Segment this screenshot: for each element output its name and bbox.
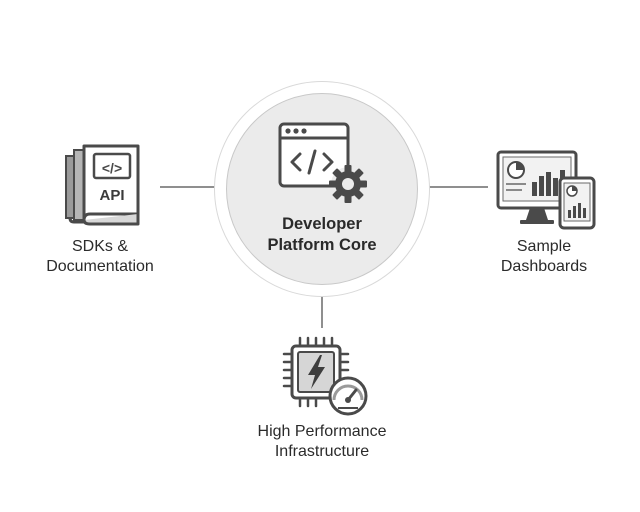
chip-lightning-gauge-icon [282,336,368,416]
dashboards-label: Sample Dashboards [474,237,614,277]
code-window-gear-icon [278,122,367,203]
hub-label: Developer Platform Core [226,214,418,256]
dashboards-label-line2: Dashboards [500,258,588,275]
sdk-label-line1: SDKs & [71,238,128,255]
sdk-label-line2: Documentation [46,258,154,275]
hub-label-line2: Platform Core [267,236,377,254]
api-books-icon: </> API [65,144,140,226]
book-code-text: </> [102,160,122,176]
book-title-text: API [99,187,124,204]
connector-hub-dashboards [418,186,488,188]
infrastructure-label: High Performance Infrastructure [222,422,422,462]
monitor-tablet-charts-icon [496,150,596,230]
infrastructure-label-line2: Infrastructure [274,443,370,460]
hub-label-line1: Developer [282,215,362,233]
sdk-label: SDKs & Documentation [20,237,180,277]
connector-hub-infrastructure [321,292,323,328]
dashboards-label-line1: Sample [516,238,572,255]
infrastructure-label-line1: High Performance [257,423,387,440]
connector-hub-sdk [160,186,226,188]
